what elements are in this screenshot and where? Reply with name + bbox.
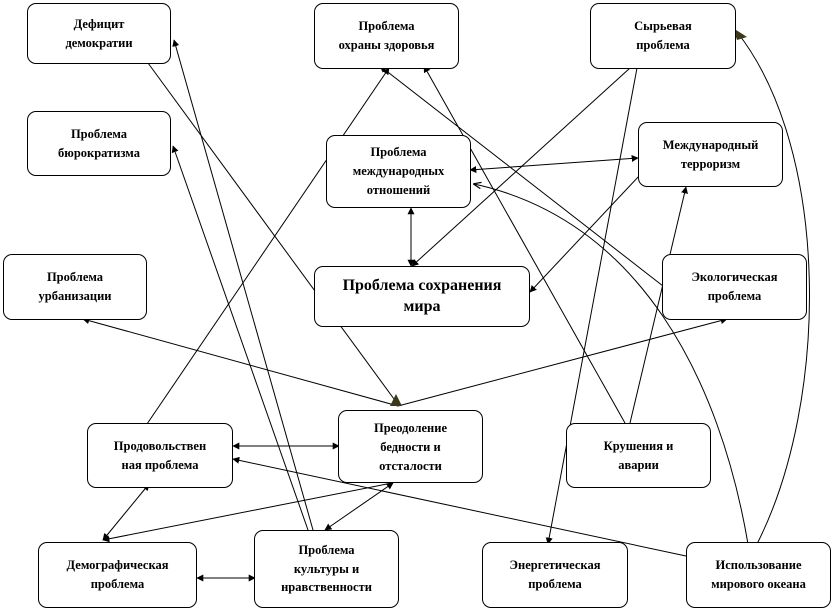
node-label-line: Энергетическая bbox=[509, 558, 601, 573]
node-label-line: отношений bbox=[366, 182, 431, 197]
node-international-relations[interactable]: Проблема международных отношений bbox=[326, 135, 471, 208]
link-intrel-terrorism bbox=[469, 154, 639, 174]
link-poverty-urbanization bbox=[82, 317, 399, 407]
node-label-line: Проблема bbox=[358, 19, 415, 34]
link-ocean-intrel bbox=[474, 184, 749, 545]
link-culture-deficit bbox=[172, 39, 314, 531]
node-food[interactable]: Продовольствен ная проблема bbox=[87, 423, 233, 488]
node-label: Крушения и аварии bbox=[604, 437, 674, 475]
link-culture-poverty bbox=[324, 482, 394, 531]
arrowhead-marker bbox=[390, 394, 402, 406]
node-label-line: аварии bbox=[618, 457, 659, 472]
node-health-protection[interactable]: Проблема охраны здоровья bbox=[314, 3, 459, 69]
node-label-line: Дефицит bbox=[73, 16, 125, 31]
link-ocean-food bbox=[232, 456, 687, 557]
node-poverty[interactable]: Преодоление бедности и отсталости bbox=[338, 410, 483, 483]
link-crash-terrorism bbox=[629, 186, 688, 424]
arrowhead-marker bbox=[733, 28, 747, 40]
node-label-line: Проблема bbox=[46, 270, 104, 285]
node-label: Проблема охраны здоровья bbox=[339, 17, 435, 55]
node-label-line: Проблема bbox=[370, 145, 427, 160]
node-label: Проблема международных отношений bbox=[353, 143, 445, 199]
node-energy[interactable]: Энергетическая проблема bbox=[482, 542, 628, 608]
node-label-line: Продовольствен bbox=[113, 438, 207, 453]
link-demo-food bbox=[102, 483, 150, 541]
node-label: Проблема культуры и нравственности bbox=[281, 541, 372, 597]
node-label-line: Экологическая bbox=[691, 270, 778, 285]
node-label-line: Преодоление bbox=[373, 421, 448, 435]
node-label-line: проблема bbox=[636, 38, 690, 52]
node-ecology[interactable]: Экологическая проблема bbox=[662, 254, 807, 320]
link-ocean-raw bbox=[736, 31, 810, 545]
node-label-line: Сырьевая bbox=[634, 19, 692, 34]
node-label-line: Проблема сохранения bbox=[342, 276, 502, 294]
node-label: Проблема сохранения мира bbox=[343, 276, 502, 318]
node-label-line: мирового океана bbox=[711, 577, 806, 591]
node-label-line: бюрократизма bbox=[58, 145, 140, 160]
link-raw-peace bbox=[411, 67, 631, 267]
link-crash-health bbox=[423, 65, 626, 424]
node-deficit-democracy[interactable]: Дефицит демократии bbox=[27, 3, 171, 64]
node-label: Проблема урбанизации bbox=[39, 268, 112, 306]
node-label-line: терроризм bbox=[680, 156, 741, 171]
node-label-line: Проблема bbox=[298, 542, 355, 557]
node-label-line: бедности и bbox=[380, 439, 441, 454]
link-food-health bbox=[146, 67, 390, 425]
node-raw-materials[interactable]: Сырьевая проблема bbox=[590, 3, 736, 69]
node-label-line: охраны здоровья bbox=[338, 38, 435, 52]
node-label: Дефицит демократии bbox=[65, 15, 132, 53]
link-deficit-poverty bbox=[147, 62, 395, 400]
node-urbanization[interactable]: Проблема урбанизации bbox=[3, 254, 147, 320]
node-label: Экологическая проблема bbox=[691, 268, 777, 306]
link-ecology-health bbox=[379, 65, 664, 287]
node-crashes[interactable]: Крушения и аварии bbox=[566, 423, 711, 488]
node-label-line: мира bbox=[403, 297, 441, 315]
node-label-line: проблема bbox=[707, 289, 762, 303]
node-label-line: международных bbox=[352, 164, 445, 179]
node-label: Энергетическая проблема bbox=[510, 556, 601, 594]
node-label-line: Использование bbox=[715, 558, 802, 573]
node-terrorism[interactable]: Международный терроризм bbox=[638, 122, 783, 187]
node-label: Использование мирового океана bbox=[711, 556, 806, 594]
node-label-line: проблема bbox=[90, 577, 145, 591]
link-poverty-ecology bbox=[397, 317, 728, 407]
node-label-line: Проблема bbox=[70, 126, 128, 141]
node-label-line: культуры и bbox=[293, 561, 360, 576]
node-label: Преодоление бедности и отсталости bbox=[374, 419, 447, 475]
node-label: Международный терроризм bbox=[663, 136, 759, 174]
node-bureaucratism[interactable]: Проблема бюрократизма bbox=[27, 111, 171, 176]
node-label-line: Крушения и bbox=[603, 438, 674, 453]
node-label-line: Демографическая bbox=[66, 558, 169, 573]
node-label-line: Международный bbox=[662, 137, 759, 152]
node-label-line: ная проблема bbox=[121, 457, 199, 472]
node-label-line: демократии bbox=[65, 35, 133, 50]
node-label: Сырьевая проблема bbox=[634, 17, 692, 55]
node-label-line: проблема bbox=[528, 577, 582, 591]
node-ocean[interactable]: Использование мирового океана bbox=[686, 542, 831, 608]
node-label-line: отсталости bbox=[379, 458, 442, 473]
node-label: Продовольствен ная проблема bbox=[114, 437, 206, 475]
link-raw-energy bbox=[545, 67, 638, 545]
node-peace[interactable]: Проблема сохранения мира bbox=[314, 266, 530, 327]
node-culture[interactable]: Проблема культуры и нравственности bbox=[254, 530, 399, 608]
node-demography[interactable]: Демографическая проблема bbox=[38, 542, 197, 608]
node-label-line: нравственности bbox=[281, 580, 372, 595]
node-label: Проблема бюрократизма bbox=[58, 125, 140, 163]
node-label-line: урбанизации bbox=[38, 289, 112, 303]
link-culture-bureaucratism bbox=[171, 145, 309, 531]
node-label: Демографическая проблема bbox=[67, 556, 169, 594]
